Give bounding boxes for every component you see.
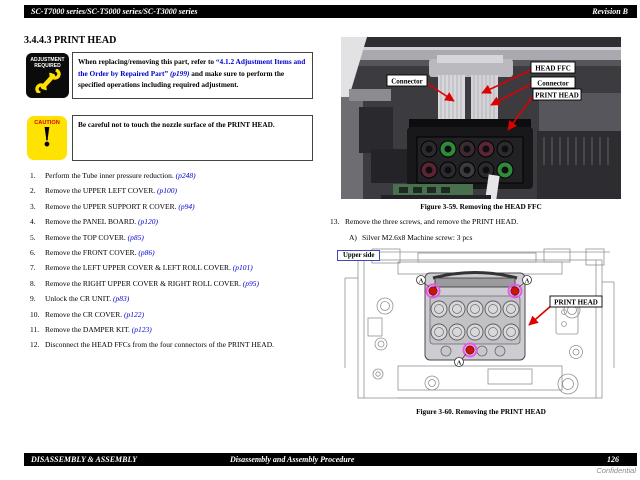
step-number: 3. — [30, 201, 36, 211]
adjustment-text-before: When replacing/removing this part, refer… — [78, 57, 216, 66]
step-number: 5. — [30, 232, 36, 242]
step-number: 6. — [30, 247, 36, 257]
adjustment-note-box: When replacing/removing this part, refer… — [72, 52, 313, 99]
step-number: 7. — [30, 263, 36, 273]
label-head-ffc: HEAD FFC — [535, 65, 571, 73]
step-row: 7. Remove the LEFT UPPER COVER & LEFT ROL… — [30, 263, 330, 278]
step-page-ref[interactable]: (p85) — [127, 232, 144, 242]
wrench-icon — [34, 68, 61, 95]
step-page-ref[interactable]: (p101) — [232, 263, 253, 273]
step-text: Remove the CR COVER. (p122) — [45, 309, 144, 319]
step-page-ref[interactable]: (p122) — [123, 309, 144, 319]
step-text: Remove the LEFT UPPER COVER & LEFT ROLL … — [45, 263, 253, 273]
step-row: 5. Remove the TOP COVER. (p85) — [30, 233, 330, 248]
step-page-ref[interactable]: (p95) — [242, 278, 260, 288]
step-row: 8. Remove the RIGHT UPPER COVER & RIGHT R… — [30, 279, 330, 294]
footer-section: Disassembly and Assembly Procedure — [230, 455, 355, 464]
label-connector-left: Connector — [391, 78, 423, 86]
step-text: Remove the UPPER LEFT COVER. (p100) — [45, 186, 177, 196]
step-page-ref[interactable]: (p100) — [156, 186, 177, 196]
step-row: 11. Remove the DAMPER KIT. (p123) — [30, 325, 330, 340]
step-number: 11. — [30, 324, 40, 334]
figure-3-59-photo: Connector HEAD FFC Connector PRINT HEAD — [341, 37, 621, 199]
step-13: 13. Remove the three screws, and remove … — [330, 217, 630, 226]
sub-item-label: A) — [349, 233, 357, 242]
footer-page-number: 126 — [607, 455, 619, 464]
header-product-title: SC-T7000 series/SC-T5000 series/SC-T3000… — [31, 7, 198, 16]
caution-text: Be careful not to touch the nozzle surfa… — [78, 120, 275, 129]
figure-3-59-caption: Figure 3-59. Removing the HEAD FFC — [420, 202, 542, 211]
figure-3-60-diagram: A A A PRINT HEAD — [340, 248, 620, 406]
step-page-ref[interactable]: (p86) — [138, 247, 155, 257]
label-print-head-diagram: PRINT HEAD — [554, 299, 598, 307]
step-text: Unlock the CR UNIT. (p83) — [45, 294, 130, 304]
procedure-steps: 1. Perform the Tube inner pressure reduct… — [30, 171, 330, 356]
confidential-label: Confidential — [596, 466, 636, 475]
step-text: Remove the PANEL BOARD. (p120) — [45, 217, 158, 227]
step-page-ref[interactable]: (p94) — [178, 201, 195, 211]
step-text: Remove the RIGHT UPPER COVER & RIGHT ROL… — [45, 278, 260, 288]
step-row: 12. Disconnect the HEAD FFCs from the fou… — [30, 340, 330, 355]
step-text: Remove the DAMPER KIT. (p123) — [45, 324, 152, 334]
footer-chapter: DISASSEMBLY & ASSEMBLY — [31, 455, 137, 464]
label-print-head-photo: PRINT HEAD — [535, 92, 579, 100]
sub-item-text: Silver M2.6x8 Machine screw: 3 pcs — [362, 233, 473, 242]
header-bar: SC-T7000 series/SC-T5000 series/SC-T3000… — [24, 5, 637, 18]
caution-note-box: Be careful not to touch the nozzle surfa… — [72, 115, 313, 161]
step-row: 2. Remove the UPPER LEFT COVER. (p100) — [30, 186, 330, 201]
step-row: 9. Unlock the CR UNIT. (p83) — [30, 294, 330, 309]
step-number: 2. — [30, 186, 36, 196]
footer-bar: DISASSEMBLY & ASSEMBLY Disassembly and A… — [24, 453, 637, 466]
step-text: Remove the three screws, and remove the … — [345, 217, 519, 226]
step-row: 6. Remove the FRONT COVER. (p86) — [30, 248, 330, 263]
step-row: 1. Perform the Tube inner pressure reduct… — [30, 171, 330, 186]
caution-badge: CAUTION ! — [27, 116, 67, 160]
step-text: Remove the TOP COVER. (p85) — [45, 232, 144, 242]
caution-badge-label: CAUTION — [34, 120, 60, 126]
step-row: 4. Remove the PANEL BOARD. (p120) — [30, 217, 330, 232]
step-text: Perform the Tube inner pressure reductio… — [45, 171, 196, 180]
step-number: 9. — [30, 294, 36, 304]
step-page-ref[interactable]: (p83) — [112, 294, 130, 304]
adjustment-badge-label-line2: REQUIRED — [34, 63, 61, 69]
step-text: Remove the FRONT COVER. (p86) — [45, 247, 155, 257]
adjustment-text-after: and make sure to perform the specified o… — [78, 68, 285, 90]
step-page-ref[interactable]: (p123) — [131, 324, 152, 334]
adjustment-required-badge: ADJUSTMENT REQUIRED — [26, 53, 69, 98]
adjustment-badge-label-line1: ADJUSTMENT — [30, 57, 65, 63]
step-number: 8. — [30, 278, 36, 288]
page-title: 3.4.4.3 PRINT HEAD — [24, 35, 117, 46]
screw-marker-a-top-right: A — [525, 278, 530, 284]
header-revision: Revision B — [592, 7, 628, 16]
adjustment-page-ref[interactable]: (p199) — [168, 68, 190, 78]
step-page-ref[interactable]: (p120) — [138, 217, 158, 227]
screw-marker-a-bottom: A — [457, 360, 462, 366]
exclamation-icon: ! — [41, 123, 53, 153]
step-row: 3. Remove the UPPER SUPPORT R COVER. (p94… — [30, 202, 330, 217]
step-page-ref[interactable]: (p248) — [175, 171, 196, 180]
step-number: 1. — [30, 171, 36, 180]
step-number: 12. — [30, 340, 40, 350]
step-text: Remove the UPPER SUPPORT R COVER. (p94) — [45, 201, 195, 211]
step-row: 10. Remove the CR COVER. (p122) — [30, 310, 330, 325]
step-number: 4. — [30, 217, 36, 227]
step-number: 13. — [330, 217, 340, 226]
upper-side-label: Upper side — [337, 250, 381, 261]
step-text: Disconnect the HEAD FFCs from the four c… — [45, 340, 274, 350]
step-number: 10. — [30, 309, 40, 319]
adjustment-link[interactable]: “4.1.2 Adjustment Items and the Order by… — [78, 57, 306, 78]
screw-marker-a-top-left: A — [419, 278, 424, 284]
label-connector-right: Connector — [537, 80, 569, 88]
figure-3-60-caption: Figure 3-60. Removing the PRINT HEAD — [416, 407, 546, 416]
step-13-sub-item: A) Silver M2.6x8 Machine screw: 3 pcs — [349, 233, 629, 242]
